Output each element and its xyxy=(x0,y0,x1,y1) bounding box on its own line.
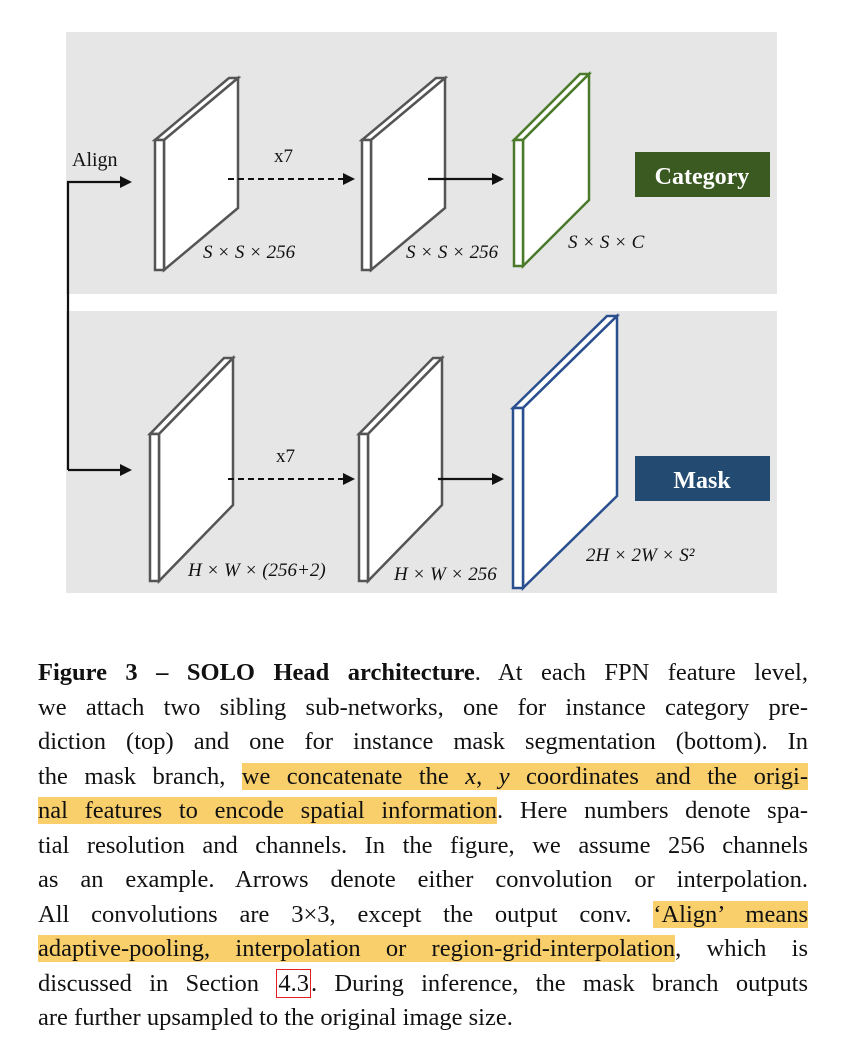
caption-text: the mask branch, xyxy=(38,762,242,790)
caption-line-4: the mask branch, we concatenate the x, y… xyxy=(38,760,809,795)
mask-output-box xyxy=(635,456,770,501)
caption-text: . During inference, the mask branch outp… xyxy=(310,969,808,997)
caption-line-2: we attach two sibling sub-networks, one … xyxy=(38,693,808,721)
caption-text: we concatenate the xyxy=(241,762,466,790)
highlight-align-means: ‘Align’ means xyxy=(653,900,808,928)
align-arrowhead-top xyxy=(120,176,132,188)
dim-label-category-3: S × S × C xyxy=(568,232,645,253)
category-output-label: Category xyxy=(655,164,750,190)
align-label: Align xyxy=(72,149,118,171)
caption-text: coordinates and the origi- xyxy=(509,762,809,790)
mask-output-label: Mask xyxy=(673,468,731,494)
caption-line-1: Figure 3 – SOLO Head architecture. At ea… xyxy=(38,656,808,691)
dim-label-mask-1: H × W × (256+2) xyxy=(187,560,326,581)
caption-line-3: diction (top) and one for instance mask … xyxy=(38,728,808,755)
math-y: y xyxy=(498,762,510,790)
category-output-box xyxy=(635,152,770,197)
highlight-align-definition: adaptive-pooling, interpolation or regio… xyxy=(38,935,676,962)
caption-text: , xyxy=(476,762,499,790)
dim-label-mask-2: H × W × 256 xyxy=(393,564,497,585)
category-output-layer xyxy=(510,70,593,270)
caption-line-11: are further upsampled to the original im… xyxy=(38,1004,513,1031)
caption-line-9: adaptive-pooling, interpolation or regio… xyxy=(38,932,808,967)
caption-line-6: tial resolution and channels. In the fig… xyxy=(38,831,808,859)
caption-text: discussed in Section xyxy=(38,969,277,997)
highlight-coordinates: we concatenate the x, y coordinates and … xyxy=(241,762,809,790)
caption-line-7: as an example. Arrows denote either conv… xyxy=(38,866,808,893)
repeat-label-bottom: x7 xyxy=(276,446,295,467)
caption-dash: – xyxy=(137,659,187,686)
architecture-figure: Align x7 S × S × 256 S × S × 256 S × S ×… xyxy=(66,32,777,593)
figure-caption: Figure 3 – SOLO Head architecture. At ea… xyxy=(38,656,809,1036)
architecture-diagram: Align x7 S × S × 256 S × S × 256 S × S ×… xyxy=(66,32,777,593)
mask-layer-1 xyxy=(147,354,236,585)
repeat-arrowhead-bottom xyxy=(343,473,355,485)
caption-text: , which is xyxy=(675,935,808,962)
caption-text: All convolutions are 3×3, except the out… xyxy=(38,900,654,928)
figure-title: SOLO Head architecture xyxy=(186,659,475,686)
section-reference-link[interactable]: 4.3 xyxy=(276,968,311,998)
align-arrowhead-bottom xyxy=(120,464,132,476)
mask-layer-2 xyxy=(356,354,445,585)
dim-label-category-2: S × S × 256 xyxy=(406,242,499,263)
caption-text: . At each FPN feature level, xyxy=(474,659,808,686)
repeat-label-top: x7 xyxy=(274,146,293,167)
category-layer-1 xyxy=(151,75,242,273)
dim-label-category-1: S × S × 256 xyxy=(203,242,296,263)
conv-arrowhead-bottom xyxy=(492,473,504,485)
math-x: x xyxy=(465,762,477,790)
dim-label-mask-3: 2H × 2W × S² xyxy=(586,545,695,566)
caption-line-5: nal features to encode spatial informati… xyxy=(38,794,808,829)
category-layer-2 xyxy=(358,75,449,273)
caption-line-8: All convolutions are 3×3, except the out… xyxy=(38,898,808,933)
caption-line-10: discussed in Section 4.3. During inferen… xyxy=(38,967,808,1002)
highlight-spatial-info: nal features to encode spatial informati… xyxy=(38,797,497,824)
figure-number: Figure 3 xyxy=(38,659,138,686)
align-connector xyxy=(66,180,124,470)
repeat-arrowhead-top xyxy=(343,173,355,185)
conv-arrowhead-top xyxy=(492,173,504,185)
mask-output-layer xyxy=(509,313,621,591)
caption-text: . Here numbers denote spa- xyxy=(497,797,809,824)
